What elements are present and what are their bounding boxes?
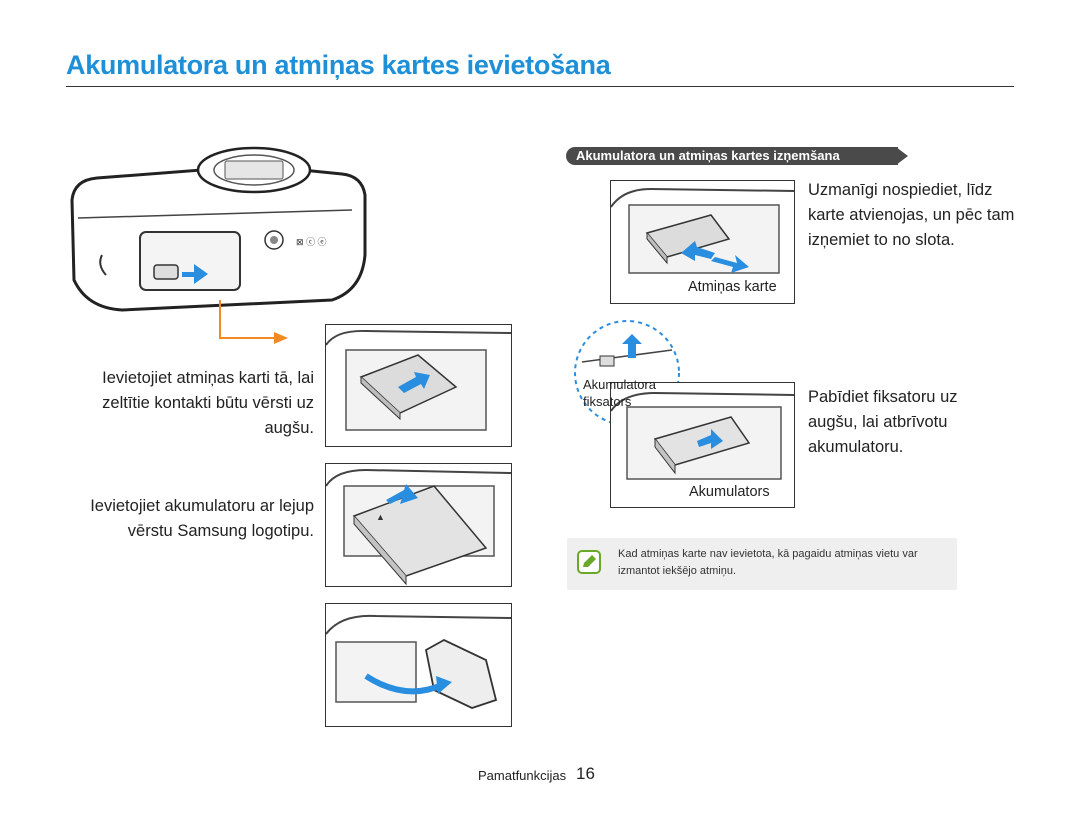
- remove-battery-instruction: Pabīdiet fiksatoru uz augšu, lai atbrīvo…: [808, 388, 958, 456]
- camera-bottom-illustration: ⊠ ⓒ ⓔ: [62, 140, 372, 320]
- note-text: Kad atmiņas karte nav ievietota, kā paga…: [618, 548, 918, 577]
- insert-card-image: [325, 324, 512, 447]
- orange-pointer-arrow: [216, 298, 296, 344]
- removal-heading-label: Akumulatora un atmiņas kartes izņemšana: [576, 148, 840, 163]
- title-divider: [66, 86, 1014, 87]
- page-number: 16: [576, 764, 595, 783]
- footer-section-label: Pamatfunkcijas: [478, 768, 567, 783]
- note-pencil-icon: [577, 550, 601, 574]
- insert-card-instruction: Ievietojiet atmiņas karti tā, lai zeltīt…: [102, 369, 314, 437]
- card-caption: Atmiņas karte: [688, 279, 777, 295]
- insert-battery-image: ▲: [325, 463, 512, 587]
- close-cover-image: [325, 603, 512, 727]
- remove-battery-image: [610, 382, 795, 508]
- page-title: Akumulatora un atmiņas kartes ievietošan…: [66, 50, 611, 80]
- remove-card-instruction: Uzmanīgi nospiediet, līdz karte atvienoj…: [808, 181, 1015, 249]
- remove-card-image: [610, 180, 795, 304]
- note-box: [567, 538, 957, 590]
- removal-section-heading: Akumulatora un atmiņas kartes izņemšana: [566, 147, 910, 165]
- lock-label: Akumulatora fiksators: [583, 377, 656, 409]
- insert-battery-instruction: Ievietojiet akumulatoru ar lejup vērstu …: [90, 497, 314, 540]
- svg-text:▲: ▲: [376, 512, 385, 522]
- svg-text:⊠ ⓒ ⓔ: ⊠ ⓒ ⓔ: [296, 237, 327, 247]
- battery-caption: Akumulators: [689, 484, 770, 500]
